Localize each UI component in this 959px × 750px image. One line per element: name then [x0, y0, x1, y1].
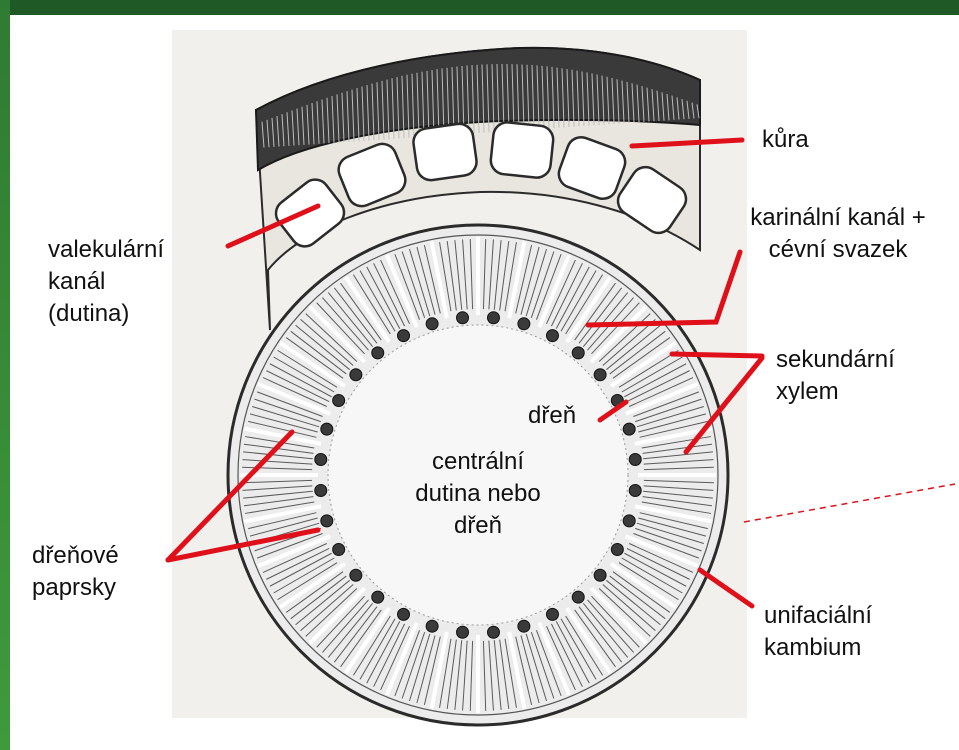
- label-drenove-paprsky: dřeňové paprsky: [32, 540, 119, 604]
- vascular-bundle: [594, 369, 606, 381]
- label-dren-text: dřeň: [528, 400, 576, 432]
- vascular-bundle: [398, 330, 410, 342]
- vascular-bundle: [572, 591, 584, 603]
- vascular-bundle: [372, 347, 384, 359]
- vascular-bundle: [594, 569, 606, 581]
- vascular-bundle: [426, 620, 438, 632]
- dashed-pointer: [744, 484, 955, 522]
- label-kura-text: kůra: [762, 124, 809, 156]
- vascular-bundle: [321, 515, 333, 527]
- label-centralni-dutina: centrální dutina nebo dřeň: [396, 446, 560, 542]
- label-karinalni-line1: karinální kanál +: [720, 202, 956, 234]
- label-centralni-line3: dřeň: [396, 510, 560, 542]
- label-drenove-line1: dřeňové: [32, 540, 119, 572]
- label-valekularni-line2: kanál: [48, 266, 164, 298]
- label-centralni-line1: centrální: [396, 446, 560, 478]
- vascular-bundle: [457, 312, 469, 324]
- vascular-bundle: [518, 318, 530, 330]
- vascular-bundle: [315, 454, 327, 466]
- label-sekundarni-line1: sekundární: [776, 344, 895, 376]
- vascular-bundle: [426, 318, 438, 330]
- vascular-bundle: [457, 626, 469, 638]
- label-valekularni-line1: valekulární: [48, 234, 164, 266]
- vascular-bundle: [546, 330, 558, 342]
- vascular-bundle: [623, 423, 635, 435]
- vascular-bundle: [518, 620, 530, 632]
- vascular-bundle: [611, 543, 623, 555]
- label-centralni-line2: dutina nebo: [396, 478, 560, 510]
- label-sekundarni-line2: xylem: [776, 376, 895, 408]
- vascular-bundle: [315, 484, 327, 496]
- vascular-bundle: [546, 608, 558, 620]
- vascular-bundle: [487, 312, 499, 324]
- vascular-bundle: [572, 347, 584, 359]
- vallecular-canal: [489, 121, 554, 179]
- leader-sekundarni-1: [672, 354, 762, 356]
- vascular-bundle: [629, 454, 641, 466]
- label-valekularni-line3: (dutina): [48, 298, 164, 330]
- vascular-bundle: [350, 569, 362, 581]
- label-unifacialni-line2: kambium: [764, 632, 872, 664]
- label-karinalni-kanal: karinální kanál + cévní svazek: [720, 202, 956, 266]
- label-unifacialni-line1: unifaciální: [764, 600, 872, 632]
- vascular-bundle: [333, 543, 345, 555]
- vascular-bundle: [629, 484, 641, 496]
- label-karinalni-line2: cévní svazek: [720, 234, 956, 266]
- label-dren: dřeň: [528, 400, 576, 432]
- vascular-bundle: [487, 626, 499, 638]
- vascular-bundle: [372, 591, 384, 603]
- vallecular-canal: [412, 122, 479, 182]
- vascular-bundle: [333, 395, 345, 407]
- vascular-bundle: [623, 515, 635, 527]
- label-kura: kůra: [762, 124, 809, 156]
- label-drenove-line2: paprsky: [32, 572, 119, 604]
- label-sekundarni-xylem: sekundární xylem: [776, 344, 895, 408]
- vascular-bundle: [350, 369, 362, 381]
- vascular-bundle: [321, 423, 333, 435]
- label-valekularni-kanal: valekulární kanál (dutina): [48, 234, 164, 330]
- vascular-bundle: [398, 608, 410, 620]
- label-unifacialni-kambium: unifaciální kambium: [764, 600, 872, 664]
